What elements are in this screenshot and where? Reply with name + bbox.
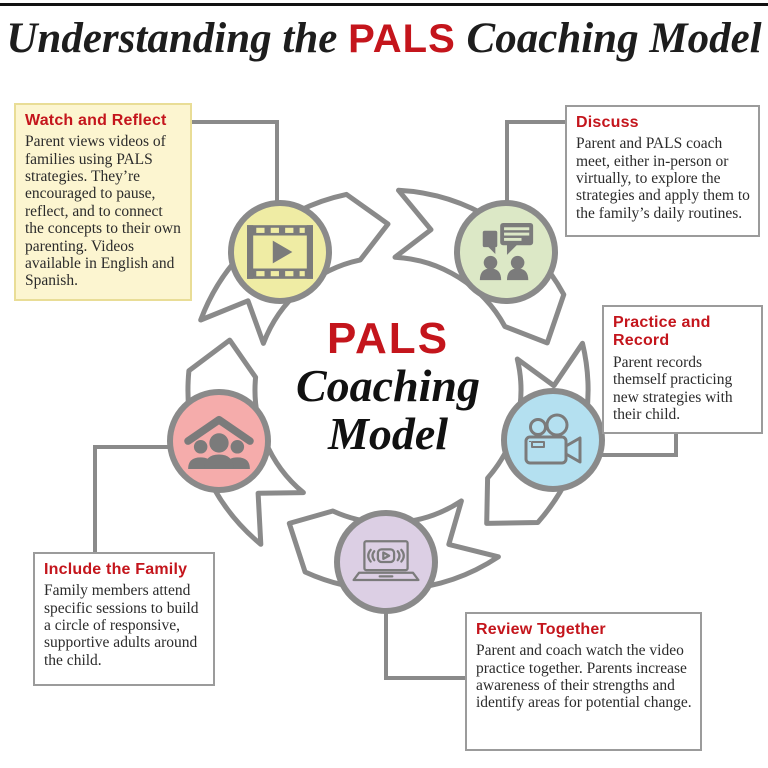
connector-discuss [505, 120, 565, 212]
note-body: Parent and coach watch the video practic… [476, 642, 692, 712]
note-title: Discuss [576, 114, 639, 131]
note-body: Parent and PALS coach meet, either in-pe… [576, 135, 750, 222]
discussion-people-icon [479, 222, 534, 281]
center-line1: Coaching [295, 360, 481, 412]
family-home-icon [184, 415, 254, 469]
laptop-video-icon [352, 540, 420, 582]
circle-discuss [454, 200, 558, 304]
title-suffix: Coaching Model [455, 15, 762, 62]
note-review-together: Review Together Parent and coach watch t… [465, 612, 702, 751]
film-strip-icon [247, 225, 313, 279]
note-title: Watch and Reflect [25, 112, 167, 129]
top-rule [0, 3, 768, 6]
note-include-the-family: Include the Family Family members attend… [33, 552, 215, 686]
note-body: Parent records themself practicing new s… [613, 353, 733, 423]
note-title: Include the Family [44, 561, 188, 578]
title-prefix: Understanding the [6, 15, 349, 62]
circle-watch-and-reflect [228, 200, 332, 304]
center-line2: Model [327, 408, 449, 460]
center-label: PALS Coaching Model [238, 314, 538, 460]
note-body: Parent views videos of families using PA… [25, 133, 181, 290]
note-discuss: Discuss Parent and PALS coach meet, eith… [565, 105, 760, 237]
connector-family [93, 445, 172, 554]
circle-practice-and-record [501, 388, 605, 492]
note-body: Family members attend specific sessions … [44, 582, 199, 669]
center-brand: PALS [326, 314, 450, 363]
note-title: Practice and Record [613, 314, 711, 350]
connector-review [384, 606, 467, 680]
circle-review-together [334, 510, 438, 614]
video-camera-icon [524, 413, 582, 465]
connector-watch [192, 120, 279, 214]
page-title: Understanding the PALS Coaching Model [0, 14, 768, 63]
note-practice-and-record: Practice and Record Parent records thems… [602, 305, 763, 435]
note-title: Review Together [476, 621, 606, 638]
circle-include-the-family [167, 389, 271, 493]
title-brand: PALS [348, 17, 456, 61]
note-watch-and-reflect: Watch and Reflect Parent views videos of… [14, 103, 192, 301]
